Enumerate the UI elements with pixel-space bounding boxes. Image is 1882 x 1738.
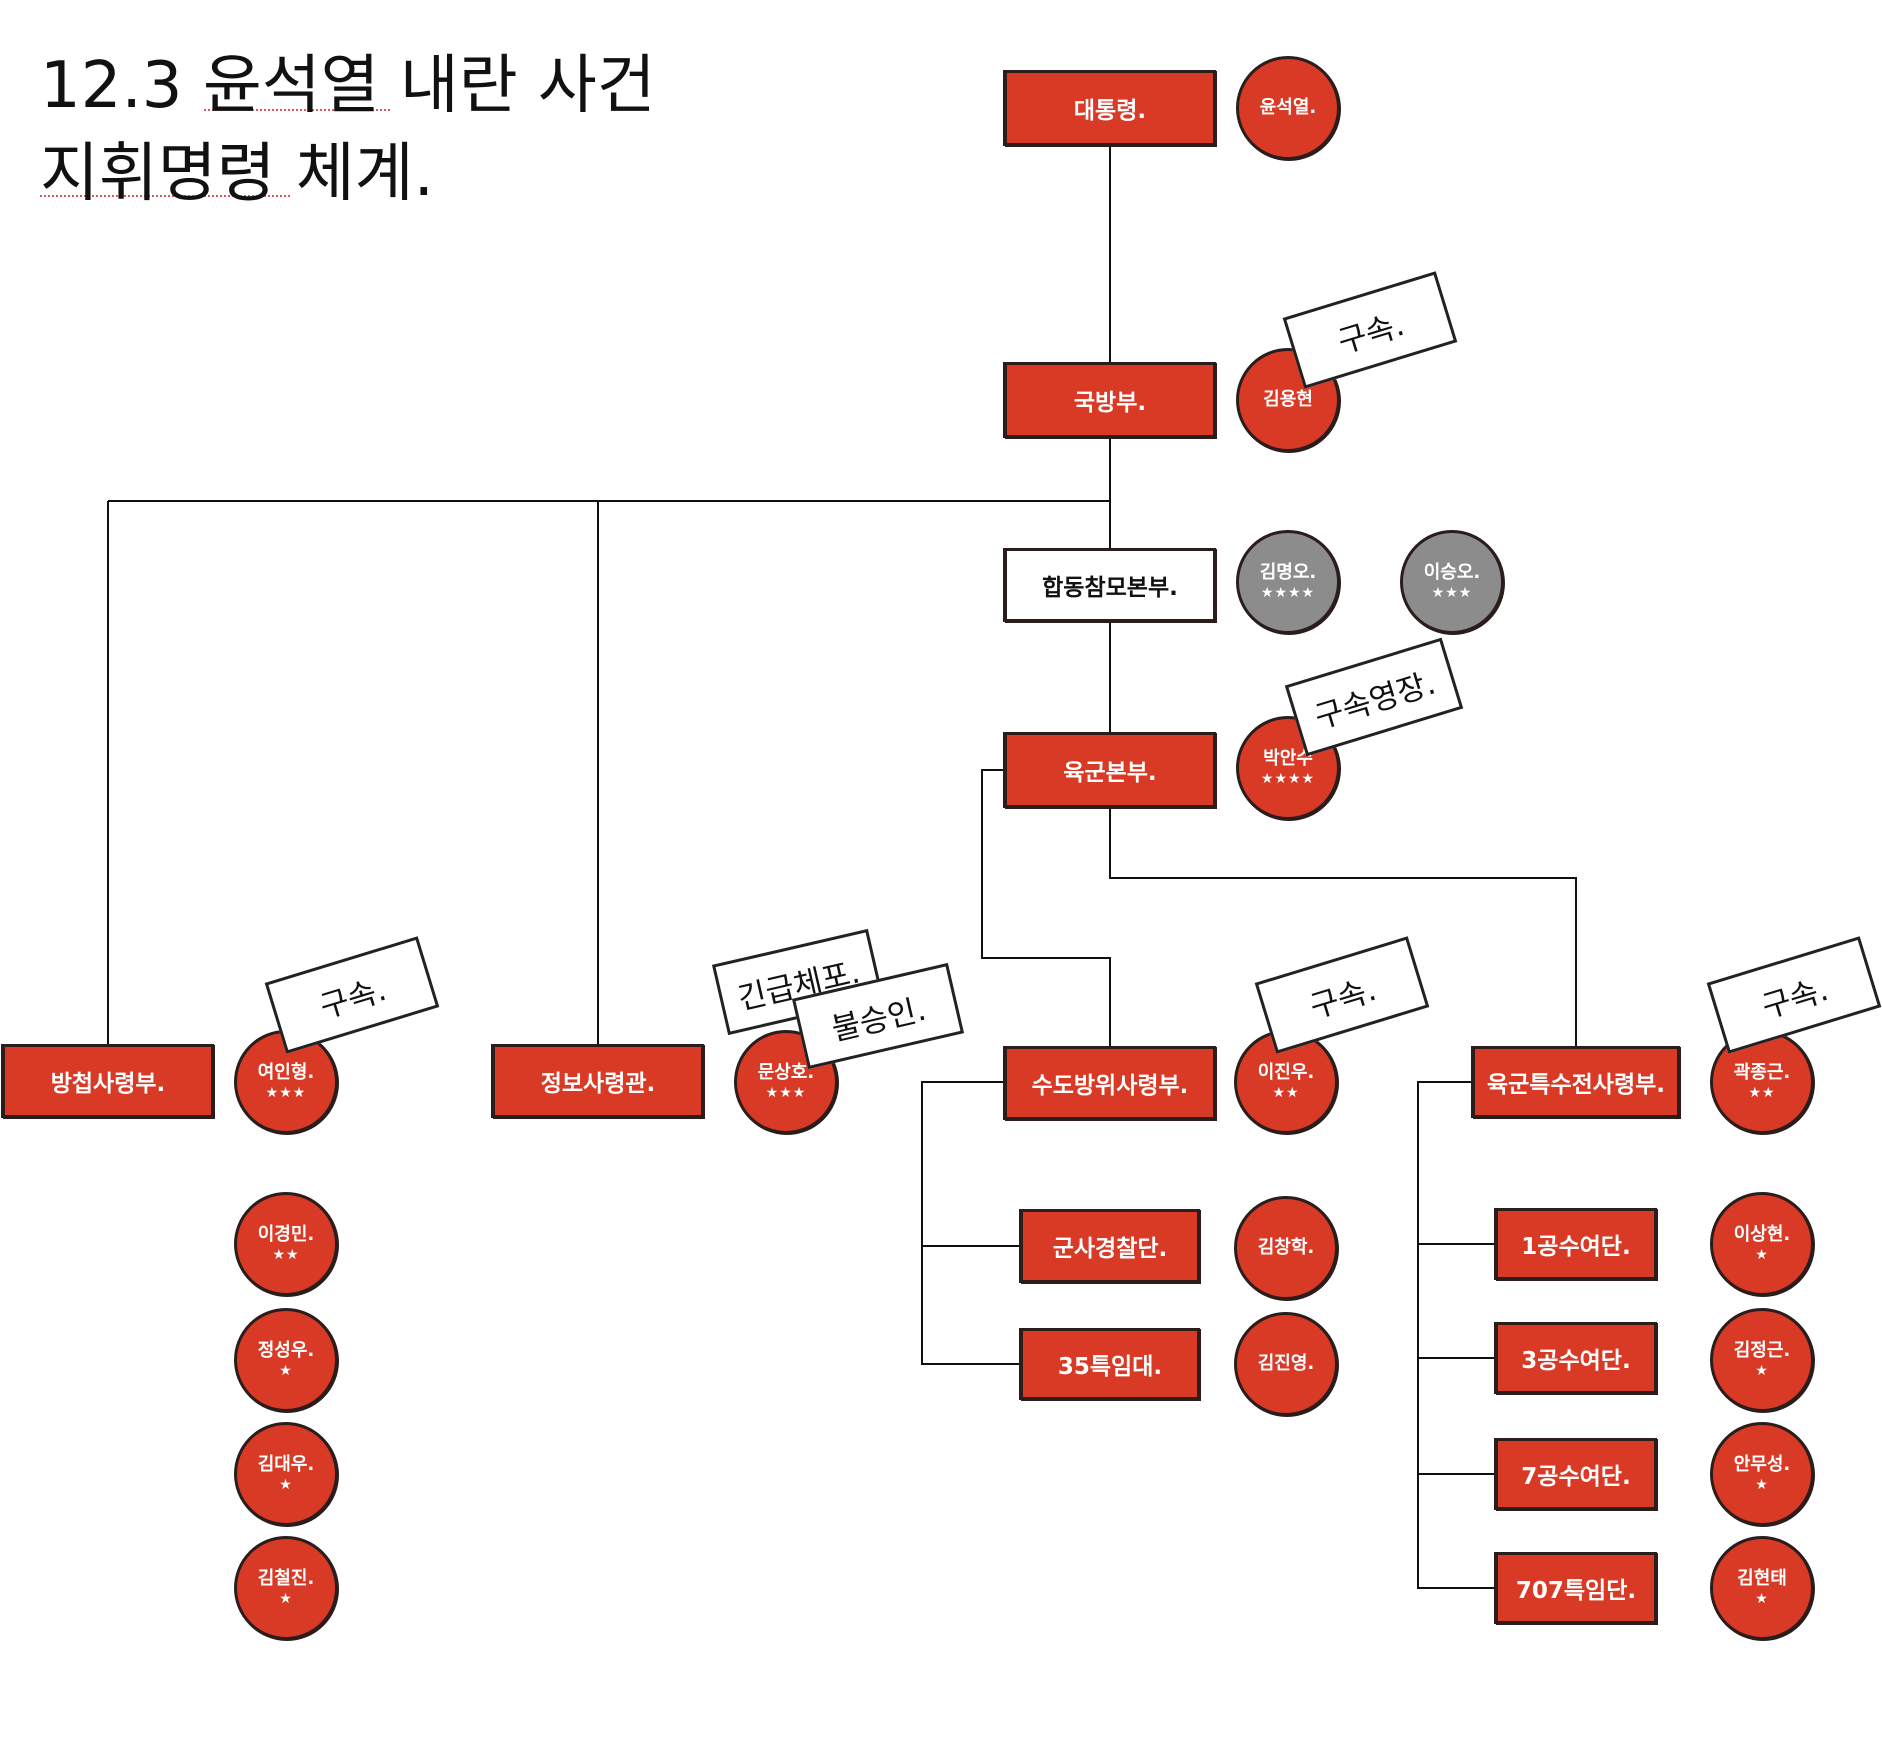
person-circle: 김철진. ★ xyxy=(234,1536,338,1640)
unit-box-jcs: 합동참모본부. xyxy=(1004,548,1216,622)
unit-box-mnd: 국방부. xyxy=(1004,362,1216,438)
person-name: 곽종근. xyxy=(1733,1061,1791,1083)
person-name: 이상현. xyxy=(1733,1223,1791,1245)
title-line-2: 지휘명령 체계. xyxy=(40,137,434,211)
title-line-1: 12.3 윤석열 내란 사건 xyxy=(40,49,656,123)
person-name: 문상호. xyxy=(757,1061,815,1083)
rank-stars: ★★ xyxy=(1748,1085,1776,1102)
person-circle: 안무성. ★ xyxy=(1710,1422,1814,1526)
rank-stars: ★ xyxy=(279,1363,293,1380)
person-name: 이진우. xyxy=(1257,1061,1315,1083)
person-name: 윤석열. xyxy=(1259,96,1317,118)
page-title: 12.3 윤석열 내란 사건 지휘명령 체계. xyxy=(40,42,656,218)
unit-box-1st-airborne: 1공수여단. xyxy=(1495,1208,1657,1280)
unit-box-special-warfare: 육군특수전사령부. xyxy=(1472,1046,1680,1118)
unit-box-35-special-task: 35특임대. xyxy=(1020,1328,1200,1400)
person-name: 이승오. xyxy=(1423,561,1481,583)
person-circle: 김정근. ★ xyxy=(1710,1308,1814,1412)
person-circle: 이승오. ★★★ xyxy=(1400,530,1504,634)
person-name: 정성우. xyxy=(257,1339,315,1361)
person-name: 김용현 xyxy=(1263,388,1313,410)
person-circle: 박안수 ★★★★ xyxy=(1236,716,1340,820)
person-circle: 김현태 ★ xyxy=(1710,1536,1814,1640)
person-circle: 김명오. ★★★★ xyxy=(1236,530,1340,634)
unit-box-president: 대통령. xyxy=(1004,70,1216,146)
person-name: 김정근. xyxy=(1733,1339,1791,1361)
rank-stars: ★★★★ xyxy=(1260,585,1316,602)
person-name: 김창학. xyxy=(1257,1236,1315,1258)
rank-stars: ★★★★ xyxy=(1260,771,1316,788)
rank-stars: ★ xyxy=(279,1591,293,1608)
person-name: 이경민. xyxy=(257,1223,315,1245)
person-circle: 이경민. ★★ xyxy=(234,1192,338,1296)
rank-stars: ★ xyxy=(1755,1247,1769,1264)
person-circle: 김창학. xyxy=(1234,1196,1338,1300)
rank-stars: ★★ xyxy=(1272,1085,1300,1102)
person-name: 김대우. xyxy=(257,1453,315,1475)
unit-box-army-hq: 육군본부. xyxy=(1004,732,1216,808)
person-name: 김진영. xyxy=(1257,1352,1315,1374)
rank-stars: ★ xyxy=(279,1477,293,1494)
person-name: 박안수 xyxy=(1263,747,1313,769)
person-name: 김철진. xyxy=(257,1567,315,1589)
person-name: 안무성. xyxy=(1733,1453,1791,1475)
rank-stars: ★★★ xyxy=(1431,585,1473,602)
rank-stars: ★ xyxy=(1755,1591,1769,1608)
person-circle: 김대우. ★ xyxy=(234,1422,338,1526)
person-circle: 정성우. ★ xyxy=(234,1308,338,1412)
person-circle: 김진영. xyxy=(1234,1312,1338,1416)
rank-stars: ★★ xyxy=(272,1247,300,1264)
rank-stars: ★★★ xyxy=(265,1085,307,1102)
unit-box-capital-defense: 수도방위사령부. xyxy=(1004,1046,1216,1120)
person-name: 여인형. xyxy=(257,1061,315,1083)
rank-stars: ★ xyxy=(1755,1477,1769,1494)
unit-box-707-special-mission: 707특임단. xyxy=(1495,1552,1657,1624)
person-circle: 윤석열. xyxy=(1236,56,1340,160)
person-name: 김현태 xyxy=(1737,1567,1787,1589)
unit-box-3rd-airborne: 3공수여단. xyxy=(1495,1322,1657,1394)
unit-box-7th-airborne: 7공수여단. xyxy=(1495,1438,1657,1510)
person-circle: 이상현. ★ xyxy=(1710,1192,1814,1296)
rank-stars: ★ xyxy=(1755,1363,1769,1380)
unit-box-military-police: 군사경찰단. xyxy=(1020,1209,1200,1283)
rank-stars: ★★★ xyxy=(765,1085,807,1102)
person-name: 김명오. xyxy=(1259,561,1317,583)
unit-box-intelligence: 정보사령관. xyxy=(492,1044,704,1118)
unit-box-counterintelligence: 방첩사령부. xyxy=(2,1044,214,1118)
person-circle: 김용현 xyxy=(1236,348,1340,452)
